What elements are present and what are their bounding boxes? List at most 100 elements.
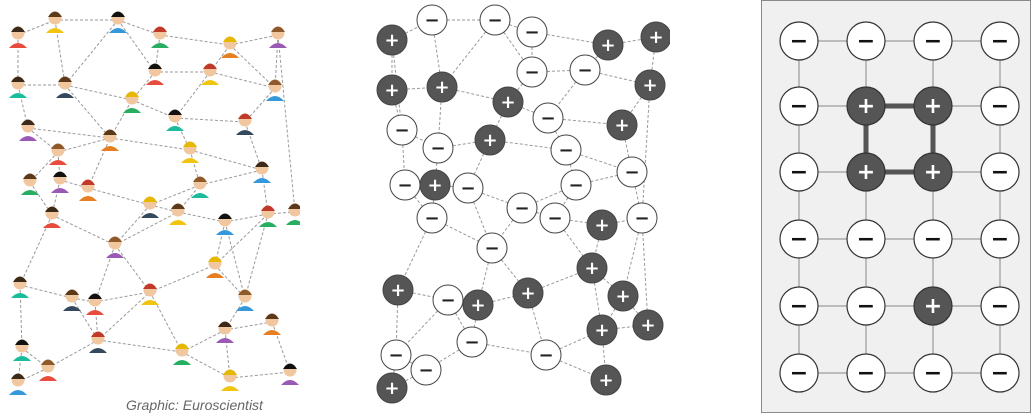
positive-spin-node: + <box>846 86 886 126</box>
network-edge <box>87 187 151 206</box>
negative-spin-node: − <box>386 114 418 146</box>
network-edge <box>19 284 73 299</box>
network-edge <box>114 211 179 246</box>
spin-edge <box>641 84 651 219</box>
spin-sign-label: + <box>924 294 942 319</box>
person-avatar <box>11 276 29 298</box>
network-edge <box>174 117 246 123</box>
person-avatar <box>259 205 277 227</box>
spin-sign-label: + <box>520 283 535 304</box>
spin-sign-label: + <box>642 75 657 96</box>
negative-spin-node: − <box>779 152 819 192</box>
network-edge <box>149 184 201 206</box>
network-edge <box>131 99 176 119</box>
spin-sign-label: + <box>482 130 497 151</box>
positive-spin-node: + <box>426 71 458 103</box>
spin-sign-label: − <box>790 29 808 54</box>
spin-sign-label: − <box>388 345 403 366</box>
network-edge <box>224 329 231 379</box>
spin-edge <box>641 217 649 326</box>
spin-sign-label: − <box>538 345 553 366</box>
negative-spin-node: − <box>569 54 601 86</box>
spin-sign-label: − <box>540 108 555 129</box>
network-edge <box>214 213 269 266</box>
spin-sign-label: + <box>384 80 399 101</box>
spin-sign-label: − <box>924 227 942 252</box>
positive-spin-node: + <box>586 314 618 346</box>
person-avatar <box>43 206 61 228</box>
network-edge <box>64 19 119 86</box>
random-spin-network: +−−−++++−−++−−+−+−−−+−−−−−+−−++−+++−−++−… <box>376 4 670 404</box>
spin-sign-label: − <box>634 208 649 229</box>
person-avatar <box>63 289 81 311</box>
negative-spin-node: − <box>416 4 448 36</box>
person-avatar <box>201 63 219 85</box>
network-edge <box>199 169 263 186</box>
network-edge <box>27 127 111 139</box>
negative-spin-node: − <box>516 56 548 88</box>
spin-sign-label: − <box>924 29 942 54</box>
spin-sign-label: − <box>524 62 539 83</box>
positive-spin-node: + <box>632 309 664 341</box>
negative-spin-node: − <box>479 4 511 36</box>
negative-spin-node: − <box>980 86 1020 126</box>
person-avatar <box>101 129 119 151</box>
social-network-illustration: Graphic: Euroscientist <box>0 0 300 418</box>
person-avatar <box>216 213 234 235</box>
person-avatar <box>221 369 239 391</box>
spin-sign-label: − <box>991 160 1009 185</box>
negative-spin-node: − <box>422 132 454 164</box>
spin-sign-label: − <box>440 290 455 311</box>
network-edge <box>244 121 263 171</box>
spin-network-diagram: +−−−++++−−++−−+−+−−−+−−−−−+−−++−+++−−++−… <box>370 0 670 418</box>
spin-sign-label: + <box>384 30 399 51</box>
network-edge <box>94 291 151 303</box>
positive-spin-node: + <box>376 74 408 106</box>
negative-spin-node: − <box>476 232 508 264</box>
network-edge <box>109 137 191 151</box>
spin-edge <box>437 139 491 149</box>
spin-sign-label: + <box>598 370 613 391</box>
negative-spin-node: − <box>432 284 464 316</box>
person-avatar <box>109 11 127 33</box>
person-avatar <box>9 76 27 98</box>
person-avatar <box>146 63 164 85</box>
person-avatar <box>191 176 209 198</box>
spin-edge <box>425 341 473 371</box>
spin-sign-label: + <box>648 27 663 48</box>
person-avatar <box>206 256 224 278</box>
network-edge <box>149 291 183 353</box>
person-avatar <box>13 339 31 361</box>
negative-spin-node: − <box>779 353 819 393</box>
network-edge <box>174 71 211 119</box>
network-edge <box>71 297 99 341</box>
positive-spin-node: + <box>462 289 494 321</box>
network-edge <box>159 34 231 46</box>
network-edge <box>117 19 161 36</box>
spin-sign-label: − <box>857 361 875 386</box>
person-avatar <box>9 373 27 395</box>
network-edge <box>181 329 226 353</box>
person-avatar <box>106 236 124 258</box>
spin-sign-label: + <box>434 77 449 98</box>
positive-spin-node: + <box>376 372 408 404</box>
person-avatar <box>266 79 284 101</box>
person-avatar <box>19 119 37 141</box>
negative-spin-node: − <box>779 286 819 326</box>
negative-spin-node: − <box>913 353 953 393</box>
spin-sign-label: − <box>547 208 562 229</box>
negative-spin-node: − <box>980 219 1020 259</box>
spin-sign-label: − <box>430 138 445 159</box>
spin-sign-label: + <box>470 295 485 316</box>
negative-spin-node: − <box>980 353 1020 393</box>
person-avatar <box>169 203 187 225</box>
spin-edge <box>531 69 586 73</box>
person-avatar <box>46 11 64 33</box>
spin-sign-label: − <box>464 332 479 353</box>
network-edge <box>271 321 291 373</box>
network-edge <box>117 19 156 73</box>
network-edge <box>51 179 61 216</box>
negative-spin-node: − <box>846 286 886 326</box>
negative-spin-node: − <box>980 286 1020 326</box>
person-avatar <box>286 203 300 225</box>
